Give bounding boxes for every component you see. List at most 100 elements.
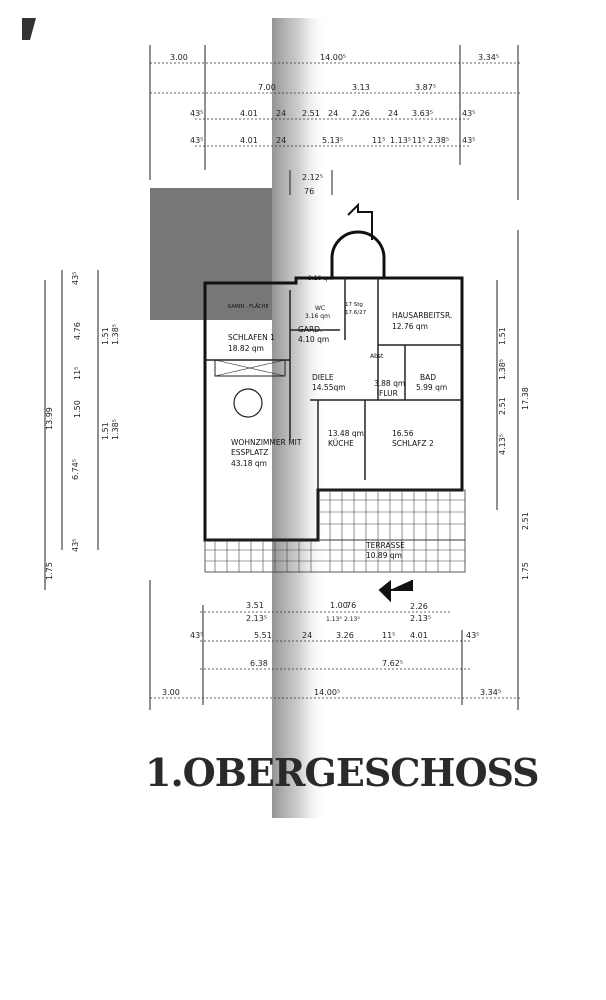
svg-text:BAD: BAD <box>420 373 436 382</box>
svg-text:2.13⁵: 2.13⁵ <box>410 614 431 623</box>
svg-text:43⁵: 43⁵ <box>190 136 203 145</box>
svg-text:12.76 qm: 12.76 qm <box>392 322 428 331</box>
svg-text:7.62⁵: 7.62⁵ <box>382 659 403 668</box>
svg-text:2.51: 2.51 <box>498 397 507 415</box>
svg-text:2.38⁵: 2.38⁵ <box>428 136 449 145</box>
dimensions-right: 1.51 1.38⁵ 2.51 4.13⁵ 17.38 2.51 1.75 <box>496 230 530 710</box>
svg-text:KÜCHE: KÜCHE <box>328 439 354 448</box>
svg-text:3.16 qm: 3.16 qm <box>305 313 330 320</box>
room-labels: KAMIN - FLÄCHE SCHLAFEN 1 18.82 qm 3.16 … <box>228 275 452 560</box>
scan-mark <box>22 18 36 40</box>
svg-text:17.38: 17.38 <box>521 387 530 410</box>
svg-text:3.88 qm: 3.88 qm <box>374 379 405 388</box>
terrace-tiles <box>204 489 466 573</box>
svg-text:1.13⁵: 1.13⁵ <box>326 616 342 623</box>
svg-text:3.51: 3.51 <box>246 601 264 610</box>
svg-text:14.00⁵: 14.00⁵ <box>314 688 340 697</box>
svg-text:24: 24 <box>328 109 338 118</box>
svg-text:4.10 qm: 4.10 qm <box>298 335 329 344</box>
svg-text:24: 24 <box>302 631 312 640</box>
svg-text:11⁵: 11⁵ <box>372 136 385 145</box>
svg-text:43⁵: 43⁵ <box>190 631 203 640</box>
svg-text:2.26: 2.26 <box>410 602 428 611</box>
svg-text:WOHNZIMMER MIT: WOHNZIMMER MIT <box>231 438 302 447</box>
svg-text:43⁵: 43⁵ <box>462 136 475 145</box>
svg-text:1.51: 1.51 <box>101 327 110 345</box>
svg-text:43⁵: 43⁵ <box>190 109 203 118</box>
svg-text:1.51: 1.51 <box>498 327 507 345</box>
svg-text:1.75: 1.75 <box>521 562 530 580</box>
svg-text:4.01: 4.01 <box>240 109 258 118</box>
svg-text:43⁵: 43⁵ <box>462 109 475 118</box>
svg-text:18.82 qm: 18.82 qm <box>228 344 264 353</box>
svg-text:3.16 qm: 3.16 qm <box>308 275 333 282</box>
svg-text:3.34⁵: 3.34⁵ <box>480 688 501 697</box>
svg-text:1.38⁵: 1.38⁵ <box>111 419 120 440</box>
svg-text:TERRASSE: TERRASSE <box>365 541 405 550</box>
svg-text:17 Stg: 17 Stg <box>345 302 363 308</box>
svg-text:1.38⁵: 1.38⁵ <box>498 359 507 380</box>
svg-text:1.00: 1.00 <box>330 601 348 610</box>
svg-text:13.99: 13.99 <box>45 407 54 430</box>
svg-text:1.50: 1.50 <box>73 400 82 418</box>
neighbour-building <box>150 188 272 320</box>
svg-text:3.87⁵: 3.87⁵ <box>415 83 436 92</box>
svg-text:5.99 qm: 5.99 qm <box>416 383 447 392</box>
svg-text:3.00: 3.00 <box>162 688 180 697</box>
svg-text:1.13⁵: 1.13⁵ <box>390 136 411 145</box>
svg-text:WC: WC <box>315 305 325 312</box>
floor-title: 1.OBERGESCHOSS <box>145 750 539 795</box>
svg-text:11⁵: 11⁵ <box>412 136 425 145</box>
svg-text:24: 24 <box>276 109 286 118</box>
svg-text:5.13⁵: 5.13⁵ <box>322 136 343 145</box>
dimensions-left: 43⁵ 4.76 1.51 1.38⁵ 11⁵ 1.50 1.51 1.38⁵ … <box>44 270 120 590</box>
svg-text:24: 24 <box>388 109 398 118</box>
svg-text:13.48 qm: 13.48 qm <box>328 429 364 438</box>
svg-text:4.13⁵: 4.13⁵ <box>498 434 507 455</box>
svg-text:5.51: 5.51 <box>254 631 272 640</box>
section-arrow-top-icon <box>347 202 373 240</box>
svg-text:16.56: 16.56 <box>392 429 414 438</box>
svg-text:11⁵: 11⁵ <box>382 631 395 640</box>
dimensions-bottom: 3.51 2.13⁵ 1.00 76 1.13⁵ 2.13⁵ 2.26 2.13… <box>149 580 520 710</box>
svg-text:4.01: 4.01 <box>410 631 428 640</box>
svg-text:SCHLAFEN 1: SCHLAFEN 1 <box>228 333 275 342</box>
svg-text:1.75: 1.75 <box>45 562 54 580</box>
svg-text:3.34⁵: 3.34⁵ <box>478 53 499 62</box>
svg-text:1.38⁵: 1.38⁵ <box>111 324 120 345</box>
svg-text:43⁵: 43⁵ <box>466 631 479 640</box>
svg-text:GARD.: GARD. <box>298 325 322 334</box>
svg-text:3.13: 3.13 <box>352 83 370 92</box>
svg-text:76: 76 <box>304 187 314 196</box>
svg-text:DIELE: DIELE <box>312 373 334 382</box>
svg-text:76: 76 <box>346 601 356 610</box>
svg-text:1.51: 1.51 <box>101 422 110 440</box>
svg-text:2.13⁵: 2.13⁵ <box>344 616 360 623</box>
svg-text:6.74⁵: 6.74⁵ <box>71 459 80 480</box>
svg-text:KAMIN - FLÄCHE: KAMIN - FLÄCHE <box>228 303 269 310</box>
dimensions-top: 3.00 14.00⁵ 3.34⁵ 7.00 3.13 3.87⁵ 43⁵ 4.… <box>149 45 520 200</box>
svg-text:2.13⁵: 2.13⁵ <box>246 614 267 623</box>
svg-text:2.51: 2.51 <box>302 109 320 118</box>
section-arrow-bottom-icon <box>378 579 413 603</box>
svg-text:3.26: 3.26 <box>336 631 354 640</box>
svg-text:4.01: 4.01 <box>240 136 258 145</box>
svg-text:43⁵: 43⁵ <box>71 272 80 285</box>
svg-text:24: 24 <box>276 136 286 145</box>
svg-text:FLUR: FLUR <box>379 389 398 398</box>
svg-text:10.89 qm: 10.89 qm <box>366 551 402 560</box>
svg-text:2.12⁵: 2.12⁵ <box>302 173 323 182</box>
svg-text:ESSPLATZ: ESSPLATZ <box>231 448 268 457</box>
svg-text:4.76: 4.76 <box>73 322 82 340</box>
svg-text:3.00: 3.00 <box>170 53 188 62</box>
svg-text:14.55qm: 14.55qm <box>312 383 346 392</box>
svg-text:3.63⁵: 3.63⁵ <box>412 109 433 118</box>
svg-text:14.00⁵: 14.00⁵ <box>320 53 346 62</box>
svg-text:Abst: Abst <box>370 353 384 360</box>
svg-text:2.51: 2.51 <box>521 512 530 530</box>
svg-text:HAUSARBEITSR.: HAUSARBEITSR. <box>392 311 452 320</box>
svg-text:SCHLAFZ 2: SCHLAFZ 2 <box>392 439 434 448</box>
svg-text:43.18 qm: 43.18 qm <box>231 459 267 468</box>
svg-text:17.6/27: 17.6/27 <box>345 310 367 316</box>
